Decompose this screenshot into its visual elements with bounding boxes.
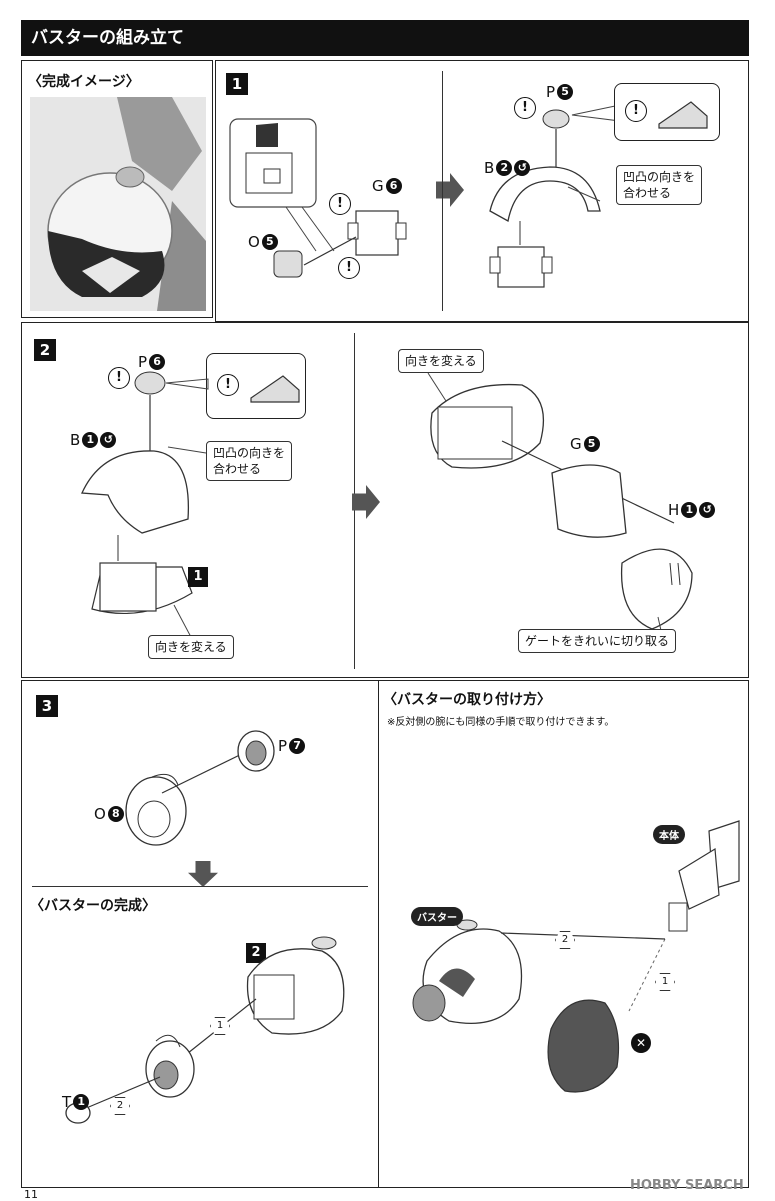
part-b1-label: B 1 ↺ xyxy=(70,431,117,449)
step3-number: 3 xyxy=(36,695,58,717)
preview-panel: 〈完成イメージ〉 xyxy=(21,60,213,318)
part-letter: P xyxy=(138,353,148,371)
step3-panel: 3 P 7 O 8 〈バスターの完成〉 2 1 2 T 1 xyxy=(21,680,381,1188)
part-b2-label: B 2 ↺ xyxy=(484,159,531,177)
part-letter: T xyxy=(62,1093,72,1111)
part-number: 1 xyxy=(82,432,99,448)
part-letter: O xyxy=(248,233,260,251)
step1-divider xyxy=(442,71,444,311)
part-letter: H xyxy=(668,501,680,519)
step2-number: 2 xyxy=(34,339,56,361)
buster-label: バスター xyxy=(411,907,463,926)
cross-icon: ✕ xyxy=(631,1033,651,1053)
step2-right-diagram xyxy=(427,372,693,636)
part-number: 2 xyxy=(496,160,513,176)
body-label: 本体 xyxy=(653,825,685,844)
part-number: 1 xyxy=(681,502,698,518)
zoom-caution-icon: ! xyxy=(217,374,239,396)
part-g5-label: G 5 xyxy=(570,435,600,453)
complete-title: 〈バスターの完成〉 xyxy=(30,898,156,914)
step2-left-diagram xyxy=(81,371,209,640)
step1-note-callout: 凹凸の向きを 合わせる xyxy=(616,165,703,205)
preview-image xyxy=(30,97,206,311)
zoom-part-shape xyxy=(250,375,300,403)
step1-right-diagram xyxy=(489,104,621,288)
step3-divider xyxy=(32,886,368,888)
part-t1-label: T 1 xyxy=(62,1093,90,1111)
part-number: 7 xyxy=(289,738,306,754)
step1-caution-icon-3: ! xyxy=(514,97,536,119)
part-letter: B xyxy=(70,431,81,449)
step1-number: 1 xyxy=(226,73,248,95)
part-o5-label: O 5 xyxy=(248,233,278,251)
step1-left-diagram xyxy=(229,118,407,278)
part-p7-label: P 7 xyxy=(278,737,306,755)
part-g6-label: G 6 xyxy=(372,177,402,195)
part-letter: O xyxy=(94,805,106,823)
watermark: HOBBY SEARCH xyxy=(630,1178,744,1193)
part-letter: G xyxy=(372,177,384,195)
attach-note: ※反対側の腕にも同様の手順で取り付けできます。 xyxy=(387,717,615,728)
part-p6-label: P 6 xyxy=(138,353,166,371)
step1-caution-icon-2: ! xyxy=(338,257,360,279)
attach-step-a-marker: 2 xyxy=(555,931,575,949)
part-number: 6 xyxy=(385,178,402,194)
part-number: 5 xyxy=(583,436,600,452)
part-number: 8 xyxy=(107,806,124,822)
part-letter: P xyxy=(278,737,288,755)
step2-turn-callout-right: 向きを変える xyxy=(398,349,484,373)
cut-gate-icon: ↺ xyxy=(699,502,716,518)
step1-caution-icon: ! xyxy=(329,193,351,215)
cut-gate-icon: ↺ xyxy=(100,432,117,448)
step2-gate-callout: ゲートをきれいに切り取る xyxy=(518,629,677,653)
step1-zoom-callout: ! xyxy=(614,83,720,141)
step2-caution-icon: ! xyxy=(108,367,130,389)
part-number: 1 xyxy=(73,1094,90,1110)
complete-ref-box: 2 xyxy=(246,943,266,963)
complete-step-b-marker: 2 xyxy=(110,1097,130,1115)
attach-diagram xyxy=(412,820,740,1093)
zoom-part-shape xyxy=(658,101,708,129)
preview-title: 〈完成イメージ〉 xyxy=(28,74,140,90)
part-letter: B xyxy=(484,159,495,177)
part-p5-label: P 5 xyxy=(546,83,574,101)
zoom-caution-icon: ! xyxy=(625,100,647,122)
part-h1-label: H 1 ↺ xyxy=(668,501,716,519)
part-number: 6 xyxy=(149,354,166,370)
section-header: バスターの組み立て xyxy=(21,20,749,56)
step2-panel: 2 ! P 6 ! B 1 ↺ 凹凸の向きを 合わせる 1 向きを変える 向きを… xyxy=(21,322,749,678)
complete-diagram xyxy=(65,936,345,1124)
part-number: 5 xyxy=(261,234,278,250)
part-number: 5 xyxy=(557,84,574,100)
attach-panel: 〈バスターの取り付け方〉 ※反対側の腕にも同様の手順で取り付けできます。 本体 … xyxy=(378,680,749,1188)
cut-gate-icon: ↺ xyxy=(514,160,531,176)
part-o8-label: O 8 xyxy=(94,805,124,823)
step1-panel: 1 ! ! G 6 O 5 ! P 5 xyxy=(215,60,749,322)
attach-step-b-marker: 1 xyxy=(655,973,675,991)
ref-step-box: 1 xyxy=(188,567,208,587)
part-letter: G xyxy=(570,435,582,453)
step3-diagram xyxy=(125,730,275,846)
part-letter: P xyxy=(546,83,556,101)
page-number: 11 xyxy=(24,1188,38,1201)
step2-turn-callout: 向きを変える xyxy=(148,635,234,659)
step2-zoom-callout: ! xyxy=(206,353,306,419)
attach-title: 〈バスターの取り付け方〉 xyxy=(383,692,551,708)
complete-step-a-marker: 1 xyxy=(210,1017,230,1035)
step2-note-callout: 凹凸の向きを 合わせる xyxy=(206,441,293,481)
